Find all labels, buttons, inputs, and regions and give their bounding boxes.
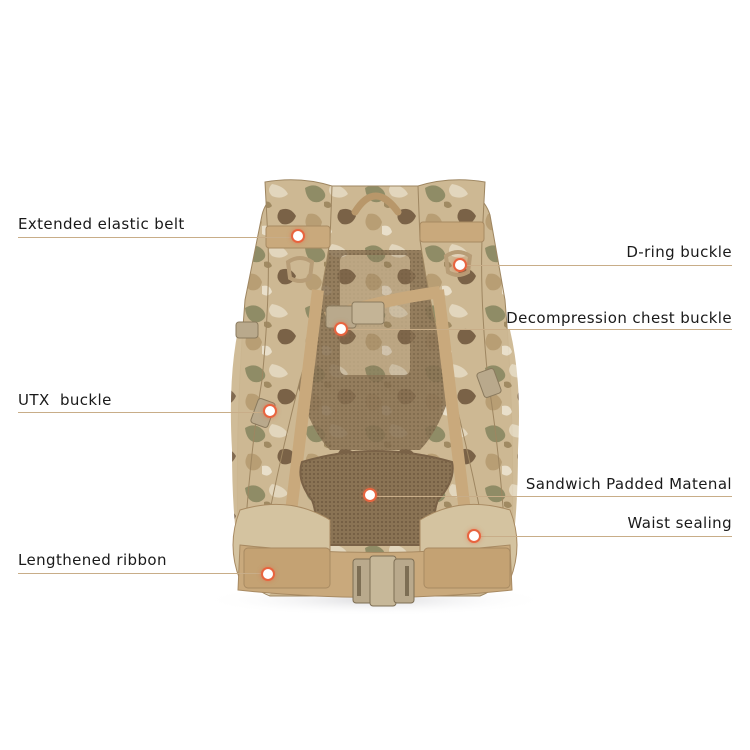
leader-line-d-ring-buckle [460, 265, 732, 266]
callout-label-utx-buckle: UTX buckle [18, 391, 112, 409]
marker-dot-icon [293, 231, 303, 241]
leader-line-lengthened-ribbon [18, 573, 268, 574]
callout-label-decompression-chest-buckle: Decompression chest buckle [506, 309, 732, 327]
marker-dot-icon [265, 406, 275, 416]
leader-line-utx-buckle [18, 412, 270, 413]
callout-label-d-ring-buckle: D-ring buckle [626, 243, 732, 261]
marker-dot-icon [469, 531, 479, 541]
callout-label-waist-sealing: Waist sealing [627, 514, 732, 532]
leader-line-decompression-chest-buckle [341, 329, 732, 330]
marker-dot-icon [336, 324, 346, 334]
marker-dot-icon [365, 490, 375, 500]
leader-line-extended-elastic-belt [18, 237, 298, 238]
leader-line-sandwich-padded-material [370, 496, 732, 497]
leader-line-waist-sealing [474, 536, 732, 537]
marker-dot-icon [455, 260, 465, 270]
callout-label-lengthened-ribbon: Lengthened ribbon [18, 551, 167, 569]
marker-dot-icon [263, 569, 273, 579]
callout-label-sandwich-padded-material: Sandwich Padded Matenal [525, 475, 732, 493]
callout-label-extended-elastic-belt: Extended elastic belt [18, 215, 185, 233]
